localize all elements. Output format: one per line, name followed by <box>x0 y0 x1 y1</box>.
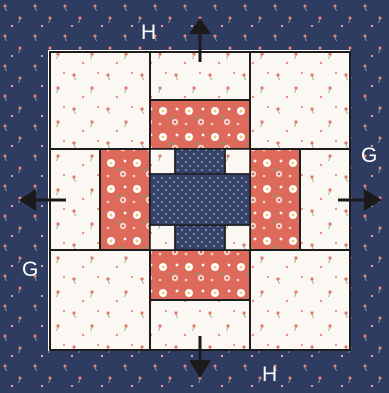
coral-bar-top <box>150 100 250 149</box>
corner-square-bottom-right <box>250 250 350 350</box>
label-left: G <box>22 258 38 281</box>
center-corner-top-right <box>225 149 250 174</box>
label-right: G <box>361 144 377 167</box>
center-unit <box>150 149 250 250</box>
top-border-strip <box>0 0 389 50</box>
center-navy-middle <box>150 174 250 225</box>
label-bottom: H <box>262 363 277 386</box>
center-corner-bottom-right <box>225 225 250 250</box>
label-top: H <box>141 21 156 44</box>
corner-square-bottom-left <box>50 250 150 350</box>
coral-bar-right <box>250 149 300 250</box>
coral-bar-left <box>100 149 150 250</box>
bottom-border-strip <box>0 351 389 393</box>
center-navy-bottom <box>175 225 225 250</box>
coral-bar-bottom <box>150 250 250 300</box>
center-corner-top-left <box>150 149 175 174</box>
center-navy-top <box>175 149 225 174</box>
corner-square-top-right <box>250 52 350 149</box>
corner-square-top-left <box>50 52 150 149</box>
center-corner-bottom-left <box>150 225 175 250</box>
